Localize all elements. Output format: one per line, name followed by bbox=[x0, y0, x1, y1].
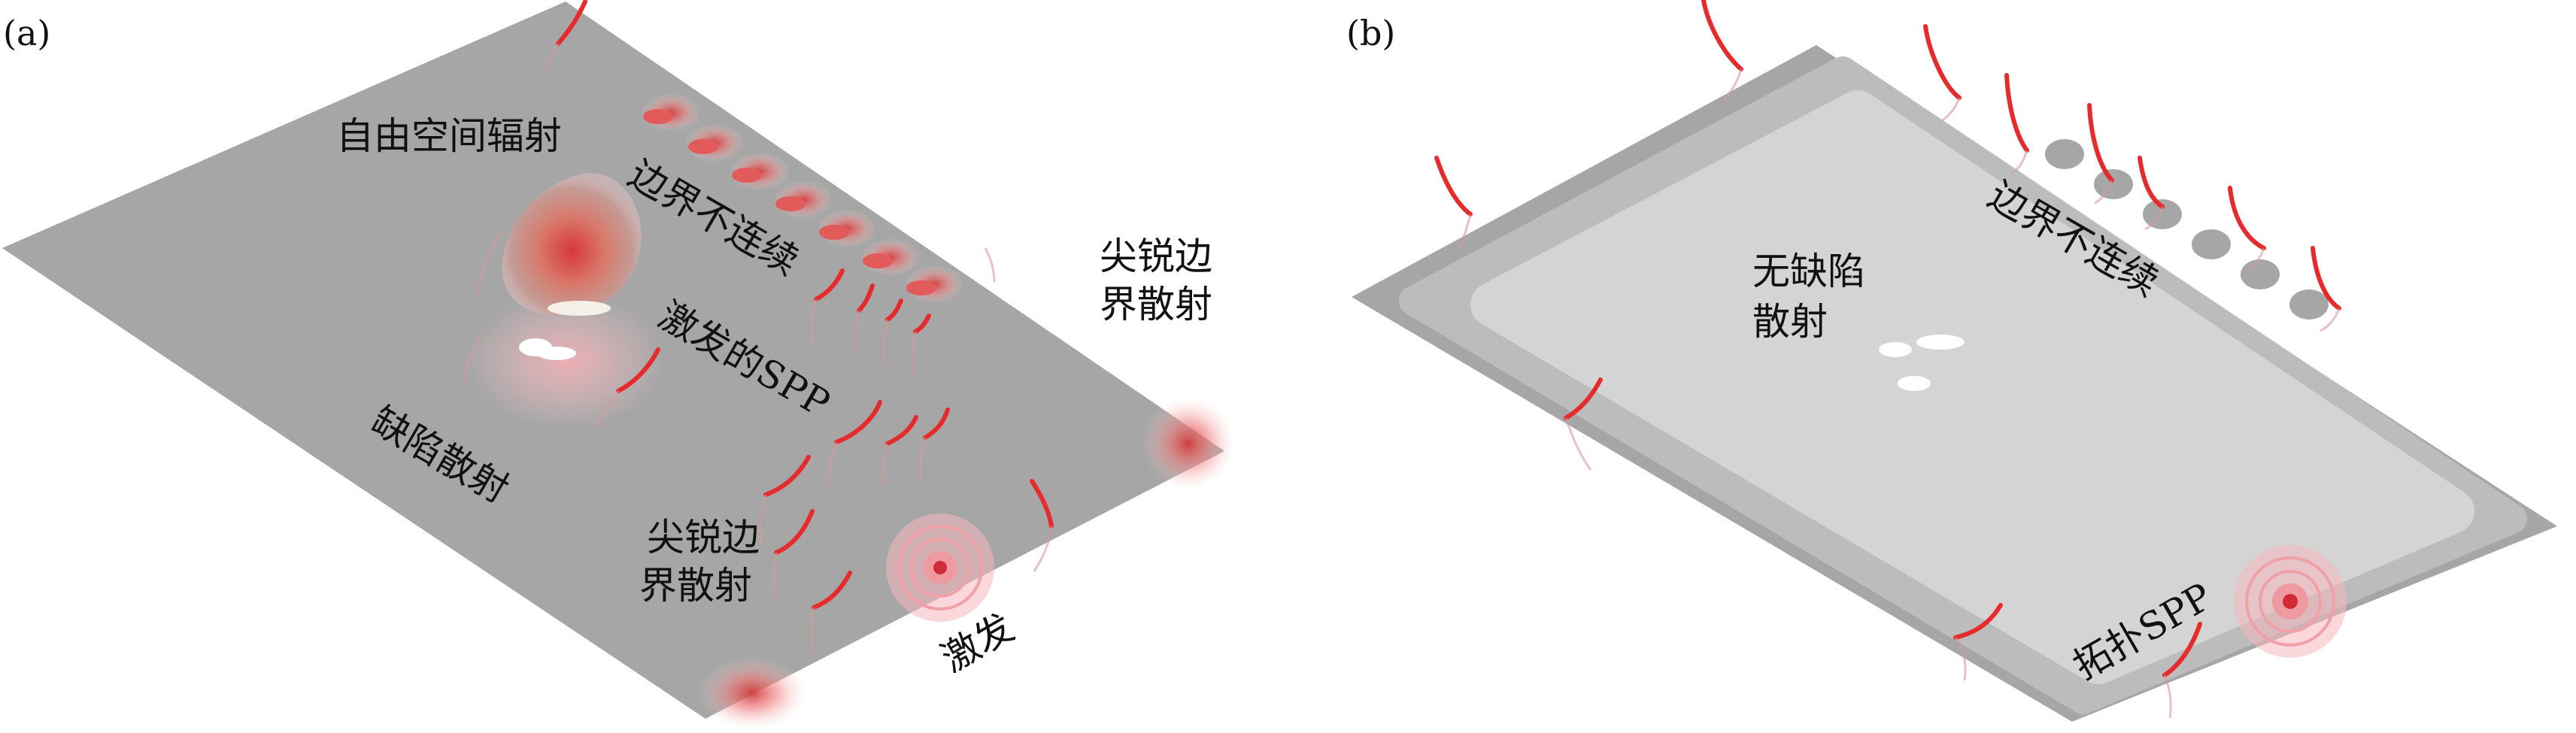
panel-b: (b) bbox=[1346, 0, 2557, 722]
excitation-source-a bbox=[886, 513, 994, 622]
wave-fronts-a bbox=[556, 0, 1054, 610]
wave-tails-a bbox=[461, 43, 1053, 655]
defect-spots-b bbox=[1879, 335, 1965, 391]
label-sharp-bottom-2: 界散射 bbox=[639, 564, 752, 607]
panel-b-tag: (b) bbox=[1346, 13, 1395, 53]
label-sharp-bottom-1: 尖锐边 bbox=[647, 516, 760, 559]
label-free-space: 自由空间辐射 bbox=[336, 114, 562, 158]
label-sharp-right-1: 尖锐边 bbox=[1100, 235, 1212, 278]
boundary-bumps-a bbox=[641, 93, 964, 304]
plate-b-inner bbox=[1470, 90, 2474, 684]
label-sharp-right-2: 界散射 bbox=[1100, 283, 1212, 326]
sharp-corner-right-a bbox=[1142, 397, 1235, 490]
panel-a: (a) bbox=[2, 0, 1235, 729]
wave-tails-b bbox=[1458, 68, 2341, 719]
panel-a-tag: (a) bbox=[3, 13, 50, 53]
defect-region-a bbox=[468, 172, 663, 429]
wave-fronts-b bbox=[1434, 0, 2341, 677]
topo-spp-source-b bbox=[2234, 545, 2347, 658]
label-no-defect-1: 无缺陷 bbox=[1752, 250, 1865, 293]
sharp-corner-bottom-a bbox=[698, 657, 806, 729]
label-no-defect-2: 散射 bbox=[1752, 300, 1828, 344]
